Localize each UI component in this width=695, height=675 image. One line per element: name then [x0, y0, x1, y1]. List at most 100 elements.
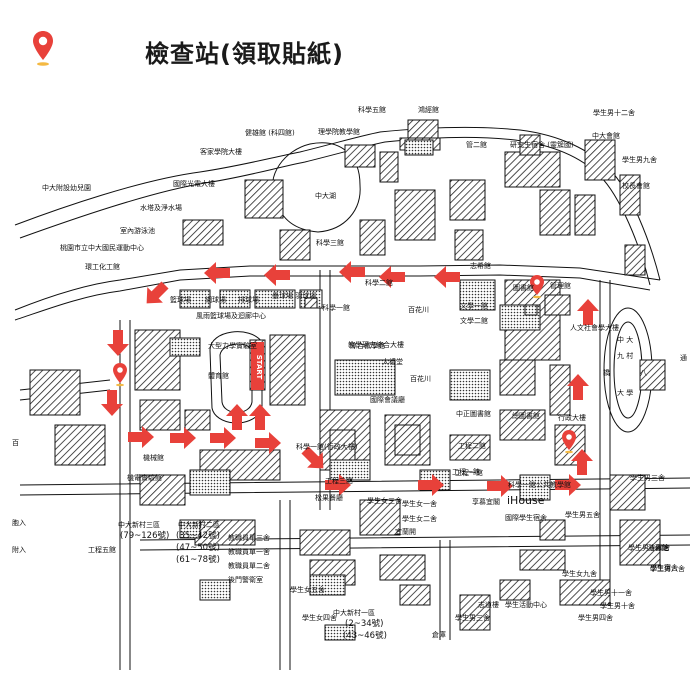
road-network	[14, 126, 691, 670]
map-label: 志希館	[470, 261, 491, 270]
map-label: iHouse	[507, 494, 545, 507]
map-label: (35~42號)	[176, 530, 220, 541]
map-label: 學生男五舍	[565, 510, 600, 519]
start-flag-icon: START	[251, 342, 264, 390]
map-label: 排球場	[238, 295, 259, 304]
map-label: 學生女五舍	[290, 585, 325, 594]
arrow-icon	[577, 299, 599, 325]
map-label: 百花川	[410, 374, 431, 383]
map-label: 宜蘭開	[395, 527, 416, 536]
map-label: 科學一館(行政大樓)	[296, 442, 358, 451]
buildings	[29, 119, 666, 641]
map-label: 游藝館	[648, 543, 669, 552]
map-label: 網球場	[205, 295, 226, 304]
map-label: 中大會館	[592, 131, 620, 140]
checkpoint-pin-3	[562, 430, 576, 454]
campus-map: START	[12, 105, 691, 670]
map-label: 教職員單三舍	[228, 533, 270, 542]
arrow-icon	[249, 404, 271, 430]
map-label: 教職員單一舍	[228, 547, 270, 556]
location-pin-icon	[33, 31, 53, 66]
map-label: 學生女九舍	[562, 569, 597, 578]
map-label: 九 村	[617, 351, 633, 360]
map-label: 大禮堂	[382, 357, 403, 366]
map-label: (79~126號)	[120, 530, 169, 541]
map-label: 中 大	[617, 335, 633, 344]
map-label: 中大附設幼兒園	[42, 183, 91, 192]
map-label: 學生女三舍	[367, 496, 402, 505]
map-label: 風雨籃球場及迴廊中心	[196, 311, 266, 320]
map-label: 籃球場	[170, 295, 191, 304]
map-label: 國際光電大樓	[173, 179, 215, 188]
map-label: 行政大樓	[558, 413, 586, 422]
map-label: 學生男六舍	[650, 564, 685, 573]
map-label: 學生女四舍	[302, 613, 337, 622]
map-label: 理學院教學館	[318, 127, 360, 136]
map-label: 學生女二舍	[402, 514, 437, 523]
map-label: 中大新村二區	[178, 520, 220, 529]
map-label: 學生女一舍	[402, 499, 437, 508]
map-label: 胞入	[12, 518, 26, 527]
map-label: (47~50號)	[176, 542, 220, 553]
map-label: 科學二館	[365, 278, 393, 287]
map-label: 客家學院大樓	[200, 147, 242, 156]
map-label: 桃園市立中大國民運動中心	[60, 243, 144, 252]
map-label: 中大新村三區	[118, 520, 160, 529]
map-label: 學生男九舍	[622, 155, 657, 164]
map-label: 健雄館 (科四館)	[245, 128, 295, 137]
map-label: 管理館	[550, 281, 571, 290]
map-label: 科學三館	[316, 238, 344, 247]
map-label: 工程一館	[455, 468, 483, 477]
map-label: 百	[12, 439, 19, 447]
map-label: 橋	[603, 368, 610, 377]
map-label: 環工化工館	[85, 262, 120, 271]
map-label: 大型力學實驗室	[208, 341, 257, 350]
map-label: 水塔及淨水場	[140, 203, 182, 212]
map-label: 科學一館公共教學館	[508, 480, 571, 489]
arrow-icon	[107, 330, 129, 356]
map-label: 綜合教學館	[350, 341, 385, 350]
arrow-icon	[204, 262, 230, 284]
map-label: 研究生宿舍 (靈簇國)	[510, 140, 574, 149]
map-label: 鴻經館	[418, 105, 439, 114]
map-label: 附入	[12, 545, 26, 554]
map-label: 中大湖	[315, 191, 336, 200]
map-label: 志道樓	[478, 600, 499, 609]
map-label: 國際會議廳	[370, 395, 405, 404]
map-label: 工程五館	[88, 545, 116, 554]
arrow-icon	[226, 404, 248, 430]
map-label: 校長會館	[622, 181, 650, 190]
title-bar: 檢查站(領取貼紙)	[0, 0, 695, 80]
map-label: 科學五館	[358, 105, 386, 114]
map-label: 管二館	[466, 140, 487, 149]
map-label: 機電實驗館	[127, 473, 162, 482]
map-label: 通	[680, 353, 687, 362]
map-label: 圖書館	[513, 283, 534, 292]
map-label: 學生活動中心	[505, 600, 547, 609]
map-label: 工程三館	[325, 476, 353, 485]
map-label: 大 學	[617, 388, 633, 397]
map-label: 後門警衛室	[228, 575, 263, 584]
map-label: 教學研究綜合大樓	[348, 340, 404, 349]
map-label: 學生男十舍	[600, 601, 635, 610]
map-label: 工程一館	[452, 467, 480, 476]
map-labels: 科學五館 鴻經館 理學院教學館 健雄館 (科四館) 客家學院大樓 國際光電大樓 …	[12, 105, 687, 641]
map-label: (61~78號)	[176, 554, 220, 565]
map-label: 中大新村一區	[333, 608, 375, 617]
map-label: 文學二館	[460, 316, 488, 325]
map-label: 學生男三舍	[630, 473, 665, 482]
map-label: 機械館	[143, 453, 164, 462]
map-label: 八	[640, 369, 647, 377]
map-label: 文學一館	[460, 301, 488, 310]
map-label: 倉庫	[432, 630, 446, 639]
map-label: 學生男十二舍	[593, 108, 635, 117]
map-label: (2~34號)	[345, 618, 383, 629]
map-label: 工程二館	[458, 441, 486, 450]
map-label: 人文社會學大樓	[570, 323, 619, 332]
map-label: 中正圖書館	[456, 409, 491, 418]
start-label: START	[255, 355, 263, 380]
arrow-icon	[210, 427, 236, 449]
arrow-icon	[339, 261, 365, 283]
map-label: 學生男四舍	[578, 613, 613, 622]
